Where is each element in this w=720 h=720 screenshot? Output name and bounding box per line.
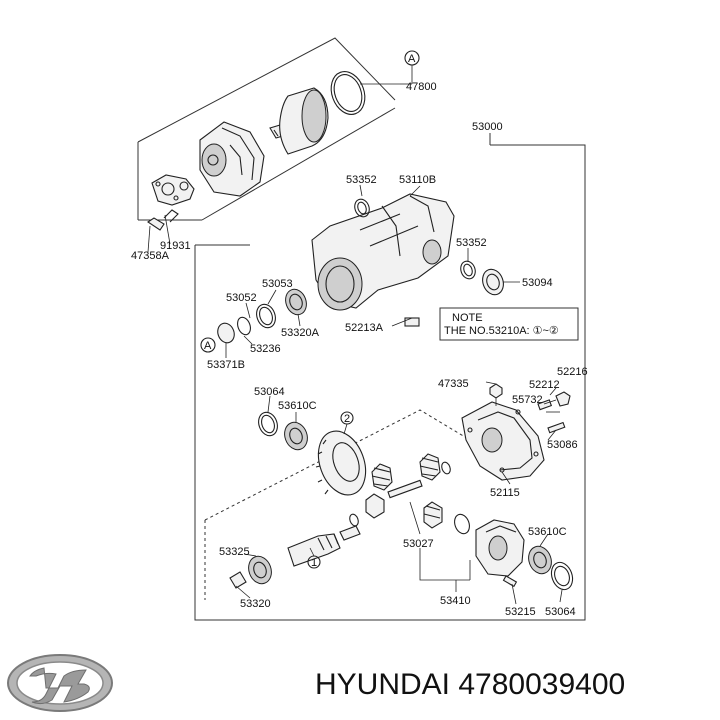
note-title: NOTE [452,312,483,324]
drive-housing [199,121,265,197]
bracket-53410 [419,548,471,592]
part-53052-label: 53052 [226,292,257,304]
leaders-upper [147,83,400,253]
part-47358a-label: 47358A [131,250,170,262]
part-53053-label: 53053 [262,278,293,290]
part-53320-label: 53320 [240,598,271,610]
seal-53352a [354,198,370,218]
part-53000-label: 53000 [472,121,503,133]
part-53320a-label: 53320A [281,327,320,339]
carrier-housing [311,193,455,327]
part-53325-label: 53325 [219,546,250,558]
drive-flange [151,174,195,206]
part-53371b-label: 53371B [207,359,245,371]
main-assembly-frame [194,144,586,621]
snap-ring-47800 [330,71,366,115]
seal-53064b [550,561,574,591]
callout-1-label: 1 [311,557,317,569]
seal-53094 [482,268,504,296]
ring-gear [315,430,367,496]
part-53215-label: 53215 [505,606,536,618]
upper-assembly-frame [137,37,396,221]
part-53064-label-left: 53064 [254,386,285,398]
bearing-53610c-right [528,545,552,575]
part-53352-label-right: 53352 [456,237,487,249]
part-52115-label: 52115 [490,487,520,499]
part-53352-label-upper: 53352 [346,174,377,186]
ref-a-top-label: A [408,53,416,65]
drive-pinion [287,525,361,567]
side-gears-cluster [365,453,443,529]
note-text: THE NO.53210A: ①~② [444,325,559,337]
pinion-shaft-53027 [387,479,423,499]
differential-frame [204,409,471,521]
bearing-53325 [248,555,272,585]
bearing-stack-left [217,288,307,344]
part-53236-label: 53236 [250,343,281,355]
part-47335-label: 47335 [438,378,469,390]
seal-53064a [258,411,278,437]
part-53610c-label-right: 53610C [528,526,567,538]
hyundai-logo-icon [7,654,113,712]
part-52212-label: 52212 [529,379,560,391]
leaders-middle [225,184,520,358]
bearing-53610c-left [284,421,308,451]
part-47800-label: 47800 [406,81,437,93]
part-55732-label: 55732 [512,394,543,406]
spacer-53320 [229,571,247,589]
part-53094-label: 53094 [522,277,553,289]
leaders-lower [235,381,563,605]
callout-2-label: 2 [344,413,350,425]
rear-cover [461,401,545,481]
washers [349,461,470,535]
part-52216-label: 52216 [557,366,588,378]
bolt-53086 [547,421,566,434]
differential-case [475,519,525,577]
seal-53352b [460,260,476,280]
part-53064-label-right: 53064 [545,606,576,618]
part-53410-label: 53410 [440,595,471,607]
reference-a-left [200,337,216,353]
part-91931-label: 91931 [160,240,191,252]
bolt-91931 [147,209,179,231]
part-52213a-label: 52213A [345,322,384,334]
note-box [439,307,579,341]
drive-shaft-gear [269,87,329,155]
part-53610c-label-left: 53610C [278,400,317,412]
part-53086-label: 53086 [547,439,578,451]
part-53027-label: 53027 [403,538,434,550]
ref-a-left-label: A [204,340,212,352]
bolt-53215 [502,575,518,588]
plug-52216 [555,391,571,407]
brand-part-number: HYUNDAI 4780039400 [315,668,625,701]
part-53110b-label: 53110B [399,174,436,186]
